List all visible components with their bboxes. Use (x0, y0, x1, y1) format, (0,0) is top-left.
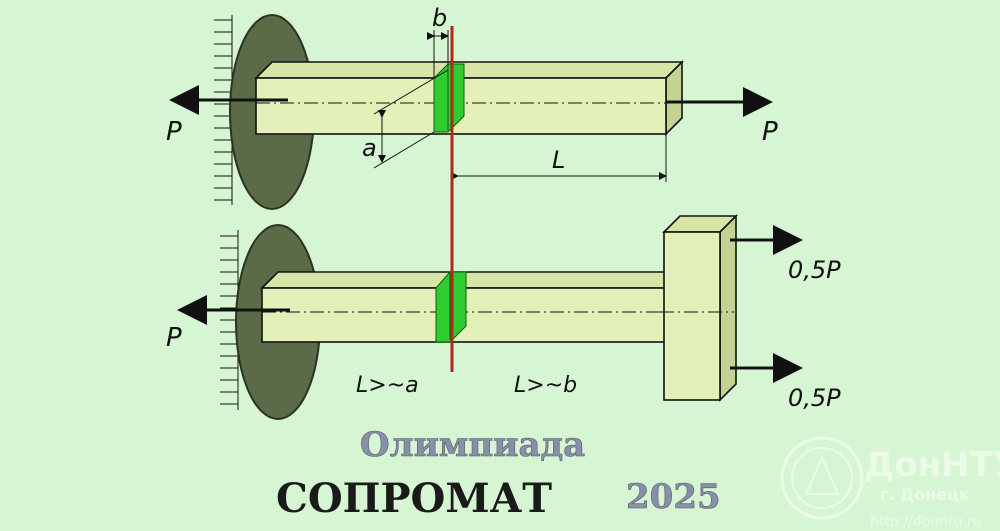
top-beam (254, 60, 684, 136)
top-forces (169, 85, 773, 117)
top-dimensions (373, 30, 667, 182)
watermark-city: г. Донецк (880, 485, 970, 504)
label-half-P-bottom: 0,5P (788, 384, 841, 412)
donntu-logo-icon (780, 436, 864, 520)
label-P-bottom-left: P (166, 323, 182, 353)
bottom-forces (177, 225, 803, 383)
donntu-watermark: ДонНТУ г. Донецк http://donntu.ru (780, 436, 1000, 530)
label-P-top-left: P (166, 117, 182, 147)
label-L-gt-b: L>~b (514, 373, 577, 398)
olympiad-title: Олимпиада (360, 425, 585, 465)
label-L: L (552, 146, 565, 174)
bottom-end-block (660, 214, 738, 402)
label-a: a (362, 134, 377, 162)
subject-title: СОПРОМАТ (276, 475, 552, 522)
bottom-beam (260, 271, 682, 343)
watermark-brand: ДонНТУ (864, 445, 1000, 485)
watermark-url: http://donntu.ru (870, 514, 982, 530)
label-b: b (432, 4, 447, 32)
label-L-gt-a: L>~a (356, 373, 419, 398)
label-P-top-right: P (762, 117, 778, 147)
year-title: 2025 (626, 477, 721, 517)
label-half-P-top: 0,5P (788, 256, 841, 284)
